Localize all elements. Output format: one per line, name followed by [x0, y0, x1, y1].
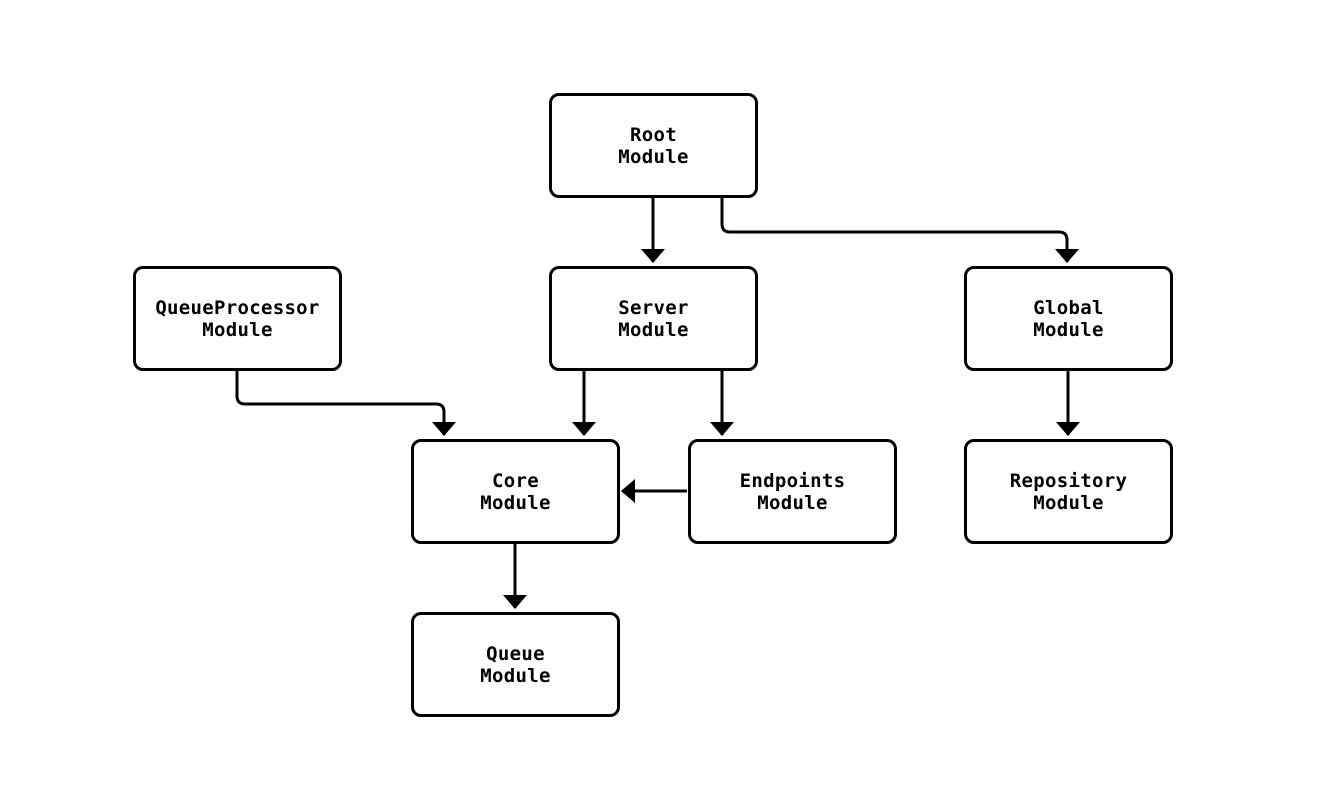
edge-queueprocessor-to-core [235, 371, 456, 436]
node-repository-module: Repository Module [964, 439, 1173, 544]
node-root-module: Root Module [549, 93, 758, 198]
node-label-line: QueueProcessor [155, 296, 320, 319]
node-label-line: Server [618, 296, 689, 319]
node-global-module: Global Module [964, 266, 1173, 371]
node-label-line: Repository [1009, 469, 1128, 492]
node-label-line: Root [630, 123, 677, 146]
node-label-line: Core [492, 469, 539, 492]
node-label-line: Module [757, 491, 828, 514]
edge-root-to-global [720, 198, 1079, 263]
node-label-line: Module [1033, 491, 1104, 514]
node-label-line: Module [618, 318, 689, 341]
node-queueprocessor-module: QueueProcessor Module [133, 266, 342, 371]
node-label-line: Module [618, 145, 689, 168]
node-label-line: Endpoints [739, 469, 846, 492]
node-core-module: Core Module [411, 439, 620, 544]
node-label-line: Module [480, 491, 551, 514]
node-label-line: Module [202, 318, 273, 341]
node-label-line: Module [1033, 318, 1104, 341]
node-label-line: Global [1033, 296, 1104, 319]
node-label-line: Queue [486, 642, 545, 665]
node-label-line: Module [480, 664, 551, 687]
node-queue-module: Queue Module [411, 612, 620, 717]
node-endpoints-module: Endpoints Module [688, 439, 897, 544]
node-server-module: Server Module [549, 266, 758, 371]
